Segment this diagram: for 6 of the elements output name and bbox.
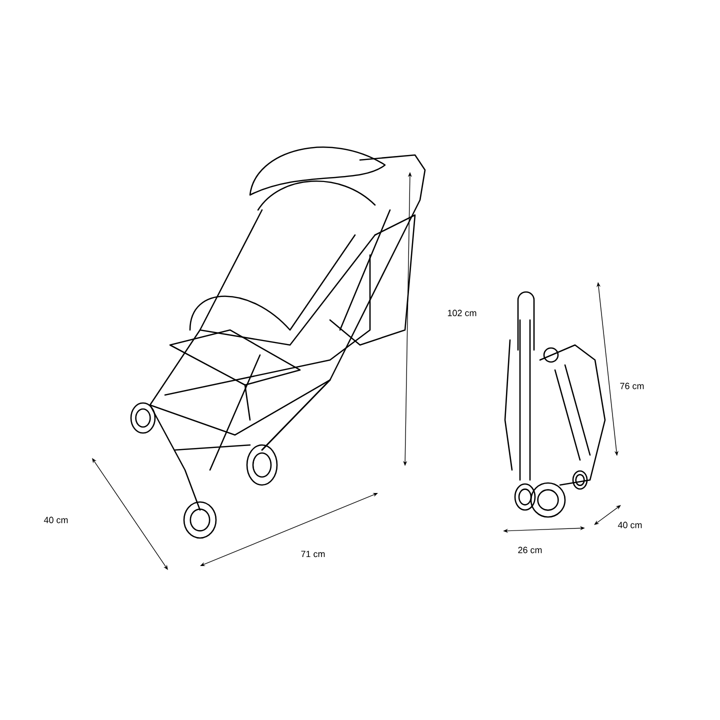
dimension-label: 71 cm bbox=[301, 550, 325, 558]
dimension-label: 40 cm bbox=[618, 522, 642, 528]
dimension-label: 76 cm bbox=[620, 382, 644, 390]
dimension-label: 102 cm bbox=[448, 310, 476, 316]
dimension-label: 26 cm bbox=[518, 546, 542, 554]
dimension-label: 40 cm bbox=[44, 516, 68, 524]
